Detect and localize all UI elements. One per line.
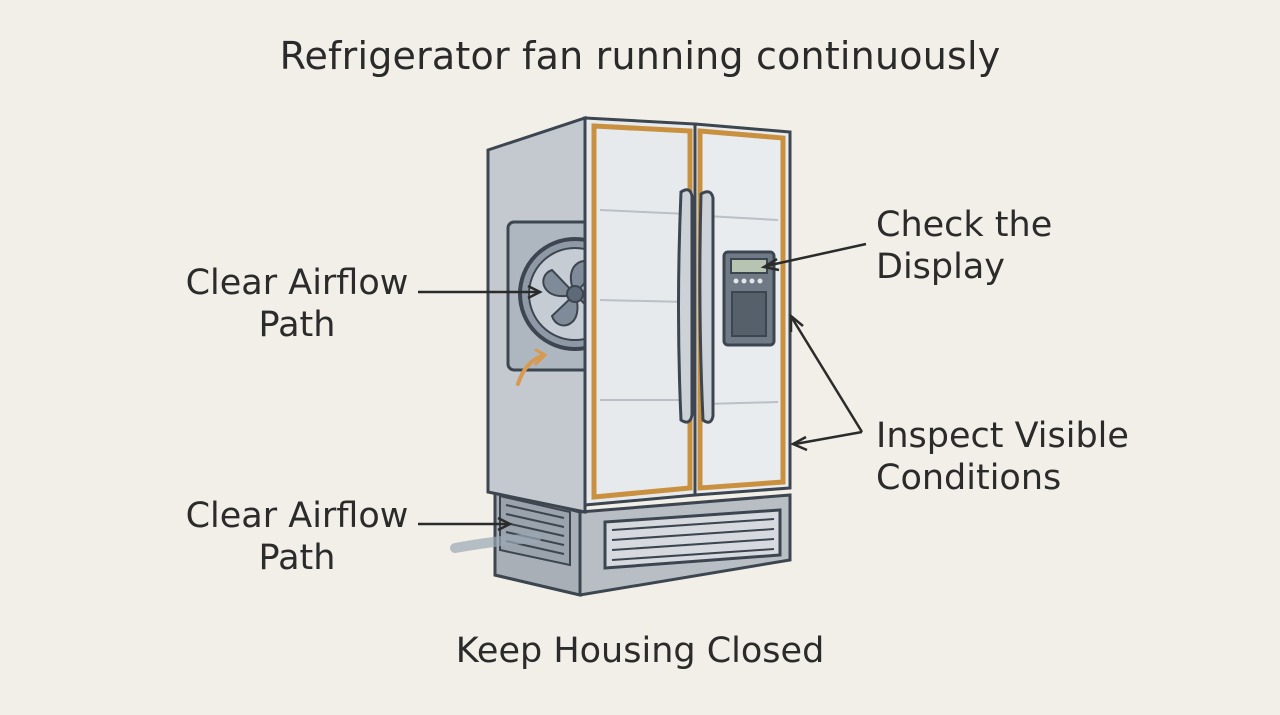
label-clear-airflow-path-lower: Clear Airflow Path xyxy=(182,495,412,579)
label-check-the-display: Check the Display xyxy=(876,204,1136,288)
label-line: Path xyxy=(258,538,336,578)
label-line: Conditions xyxy=(876,458,1062,498)
door-gasket-left xyxy=(591,123,693,500)
callout-arrow-inspect-upper xyxy=(790,317,864,433)
callout-arrow-display xyxy=(765,242,867,268)
label-line: Display xyxy=(876,247,1006,287)
label-clear-airflow-path-upper: Clear Airflow Path xyxy=(182,262,412,346)
label-line: Inspect Visible xyxy=(876,416,1129,456)
front-grille xyxy=(603,508,782,570)
callout-arrow-inspect-lower xyxy=(794,430,863,446)
control-display xyxy=(722,250,776,347)
label-inspect-visible-conditions: Inspect Visible Conditions xyxy=(876,415,1136,499)
label-line: Path xyxy=(258,305,336,345)
label-keep-housing-closed: Keep Housing Closed xyxy=(455,631,825,671)
diagram-title: Refrigerator fan running continuously xyxy=(279,34,1001,78)
label-line: Clear Airflow xyxy=(185,496,409,536)
label-line: Clear Airflow xyxy=(185,263,409,303)
door-handles xyxy=(677,188,715,424)
callout-arrows xyxy=(418,242,867,532)
label-line: Check the xyxy=(876,205,1053,245)
floor-airflow-arrow xyxy=(450,533,541,553)
